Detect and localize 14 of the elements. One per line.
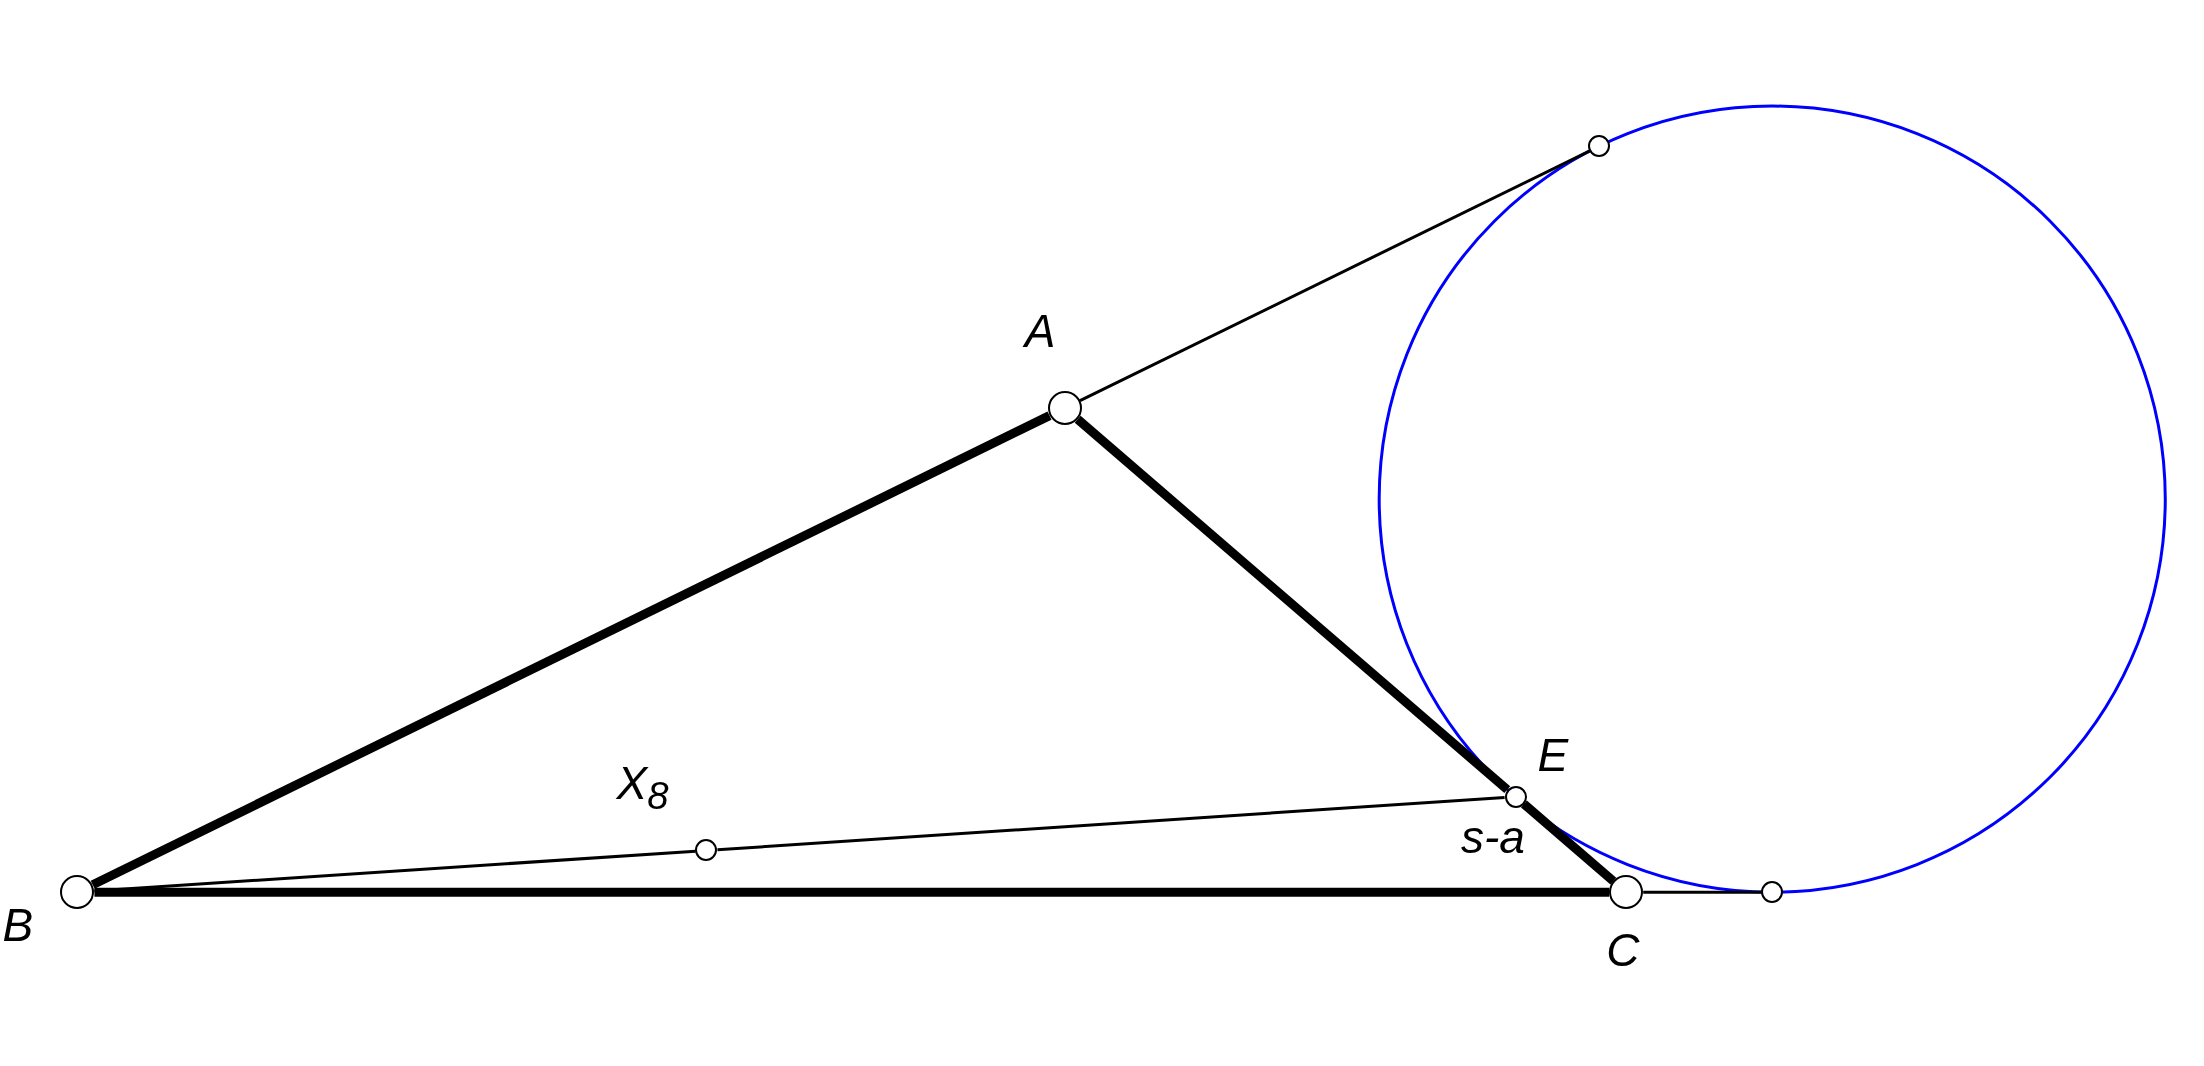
line-segment: [94, 887, 1610, 897]
line-segment: [717, 796, 1505, 852]
point-label: X$_{8}$: [616, 760, 669, 816]
line-segment: [90, 411, 1052, 889]
excircle: [1377, 104, 2167, 894]
line-segment: [1074, 415, 1511, 794]
point-label: B: [2, 902, 34, 949]
point-label: C: [1606, 927, 1640, 974]
line-segment: [1079, 149, 1590, 403]
length-label: s-a: [1460, 814, 1525, 861]
point-label: A: [1024, 308, 1056, 355]
point-label: E: [1537, 731, 1569, 778]
line-segment: [1643, 890, 1762, 894]
line-segment: [1521, 800, 1617, 885]
